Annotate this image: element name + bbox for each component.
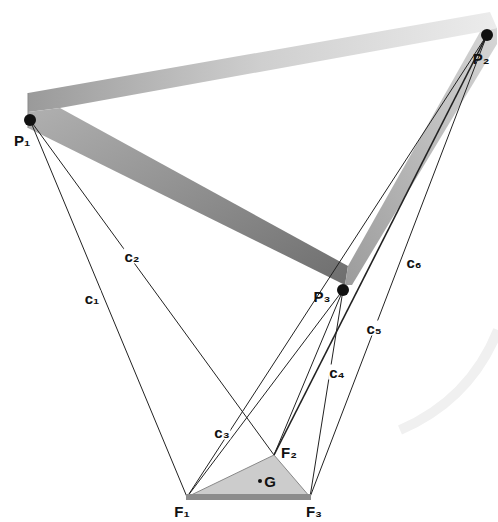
cable-label: c₅ (365, 321, 382, 336)
cable (310, 290, 343, 497)
frame-beam (28, 108, 348, 285)
cable (187, 35, 487, 497)
point-label: G (263, 474, 277, 489)
cable (187, 290, 343, 497)
watermark-arc (400, 330, 498, 430)
cable (30, 120, 187, 497)
platform (187, 455, 310, 497)
platform-edge (186, 494, 311, 500)
frame-beam (345, 28, 497, 285)
point-label: F₂ (280, 445, 298, 460)
cable-label: c₃ (213, 425, 230, 440)
cables (30, 35, 487, 497)
point-label: F₁ (173, 503, 190, 518)
point-label: F₃ (305, 503, 323, 518)
cable-label: c₂ (123, 249, 140, 264)
cable (274, 35, 487, 455)
anchor-point (481, 29, 493, 41)
anchor-point (337, 284, 349, 296)
center-point (258, 479, 262, 483)
frame-beam (28, 12, 497, 112)
anchor-point (24, 114, 36, 126)
cable-label: c₁ (84, 291, 101, 306)
cable-label: c₄ (328, 365, 346, 380)
point-label: P₃ (313, 289, 332, 304)
cable-label: c₆ (405, 255, 422, 270)
cable (30, 120, 274, 455)
point-label: P₁ (13, 133, 31, 148)
point-label: P₂ (472, 51, 491, 66)
